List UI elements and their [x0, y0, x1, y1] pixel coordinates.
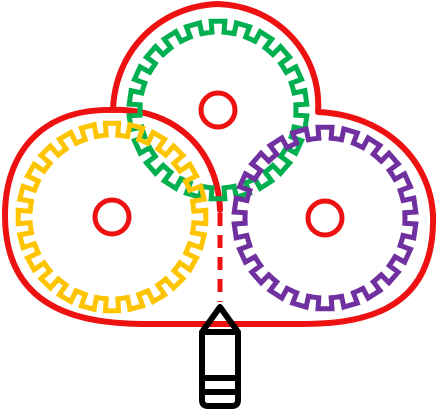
gear-right-hub — [305, 198, 345, 238]
gear-top — [126, 18, 310, 202]
gear-right — [231, 124, 419, 312]
divider-arc — [110, 106, 223, 213]
gear-left — [15, 120, 209, 314]
pencil-eraser — [199, 389, 241, 409]
pencil-tip — [199, 304, 241, 335]
pencil-body — [199, 329, 241, 395]
gear-top-hub — [198, 90, 238, 130]
cloud-outline — [2, 1, 437, 327]
pencil-icon — [199, 304, 241, 409]
gear-left-hub — [92, 197, 132, 237]
